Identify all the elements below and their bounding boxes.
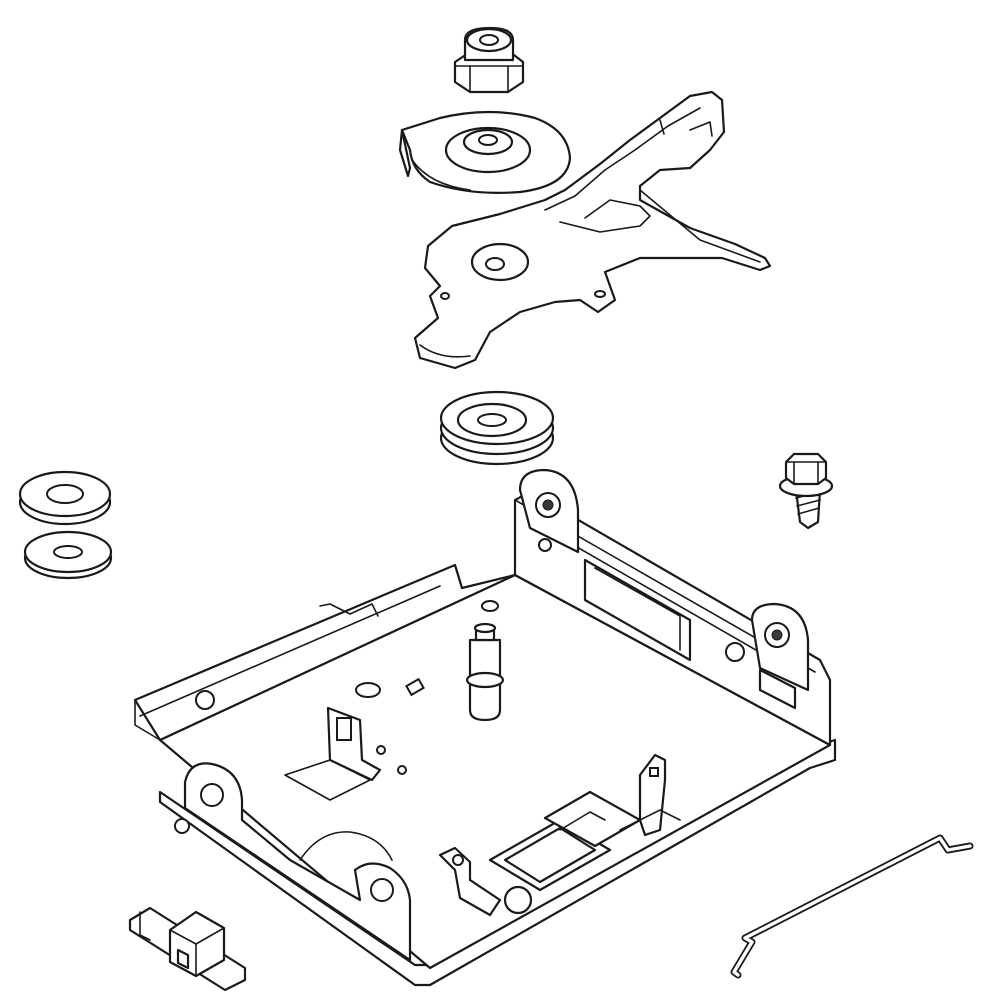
washer-small: [23, 530, 113, 580]
pulley: [439, 390, 555, 466]
brake-cam: [398, 110, 572, 194]
clip: [128, 906, 247, 992]
mounting-bracket: [133, 468, 837, 987]
washer-large: [18, 470, 112, 526]
hex-bolt: [778, 452, 834, 530]
actuator-rod: [730, 834, 974, 979]
actuator-arm: [413, 90, 772, 370]
lock-nut: [453, 26, 525, 94]
